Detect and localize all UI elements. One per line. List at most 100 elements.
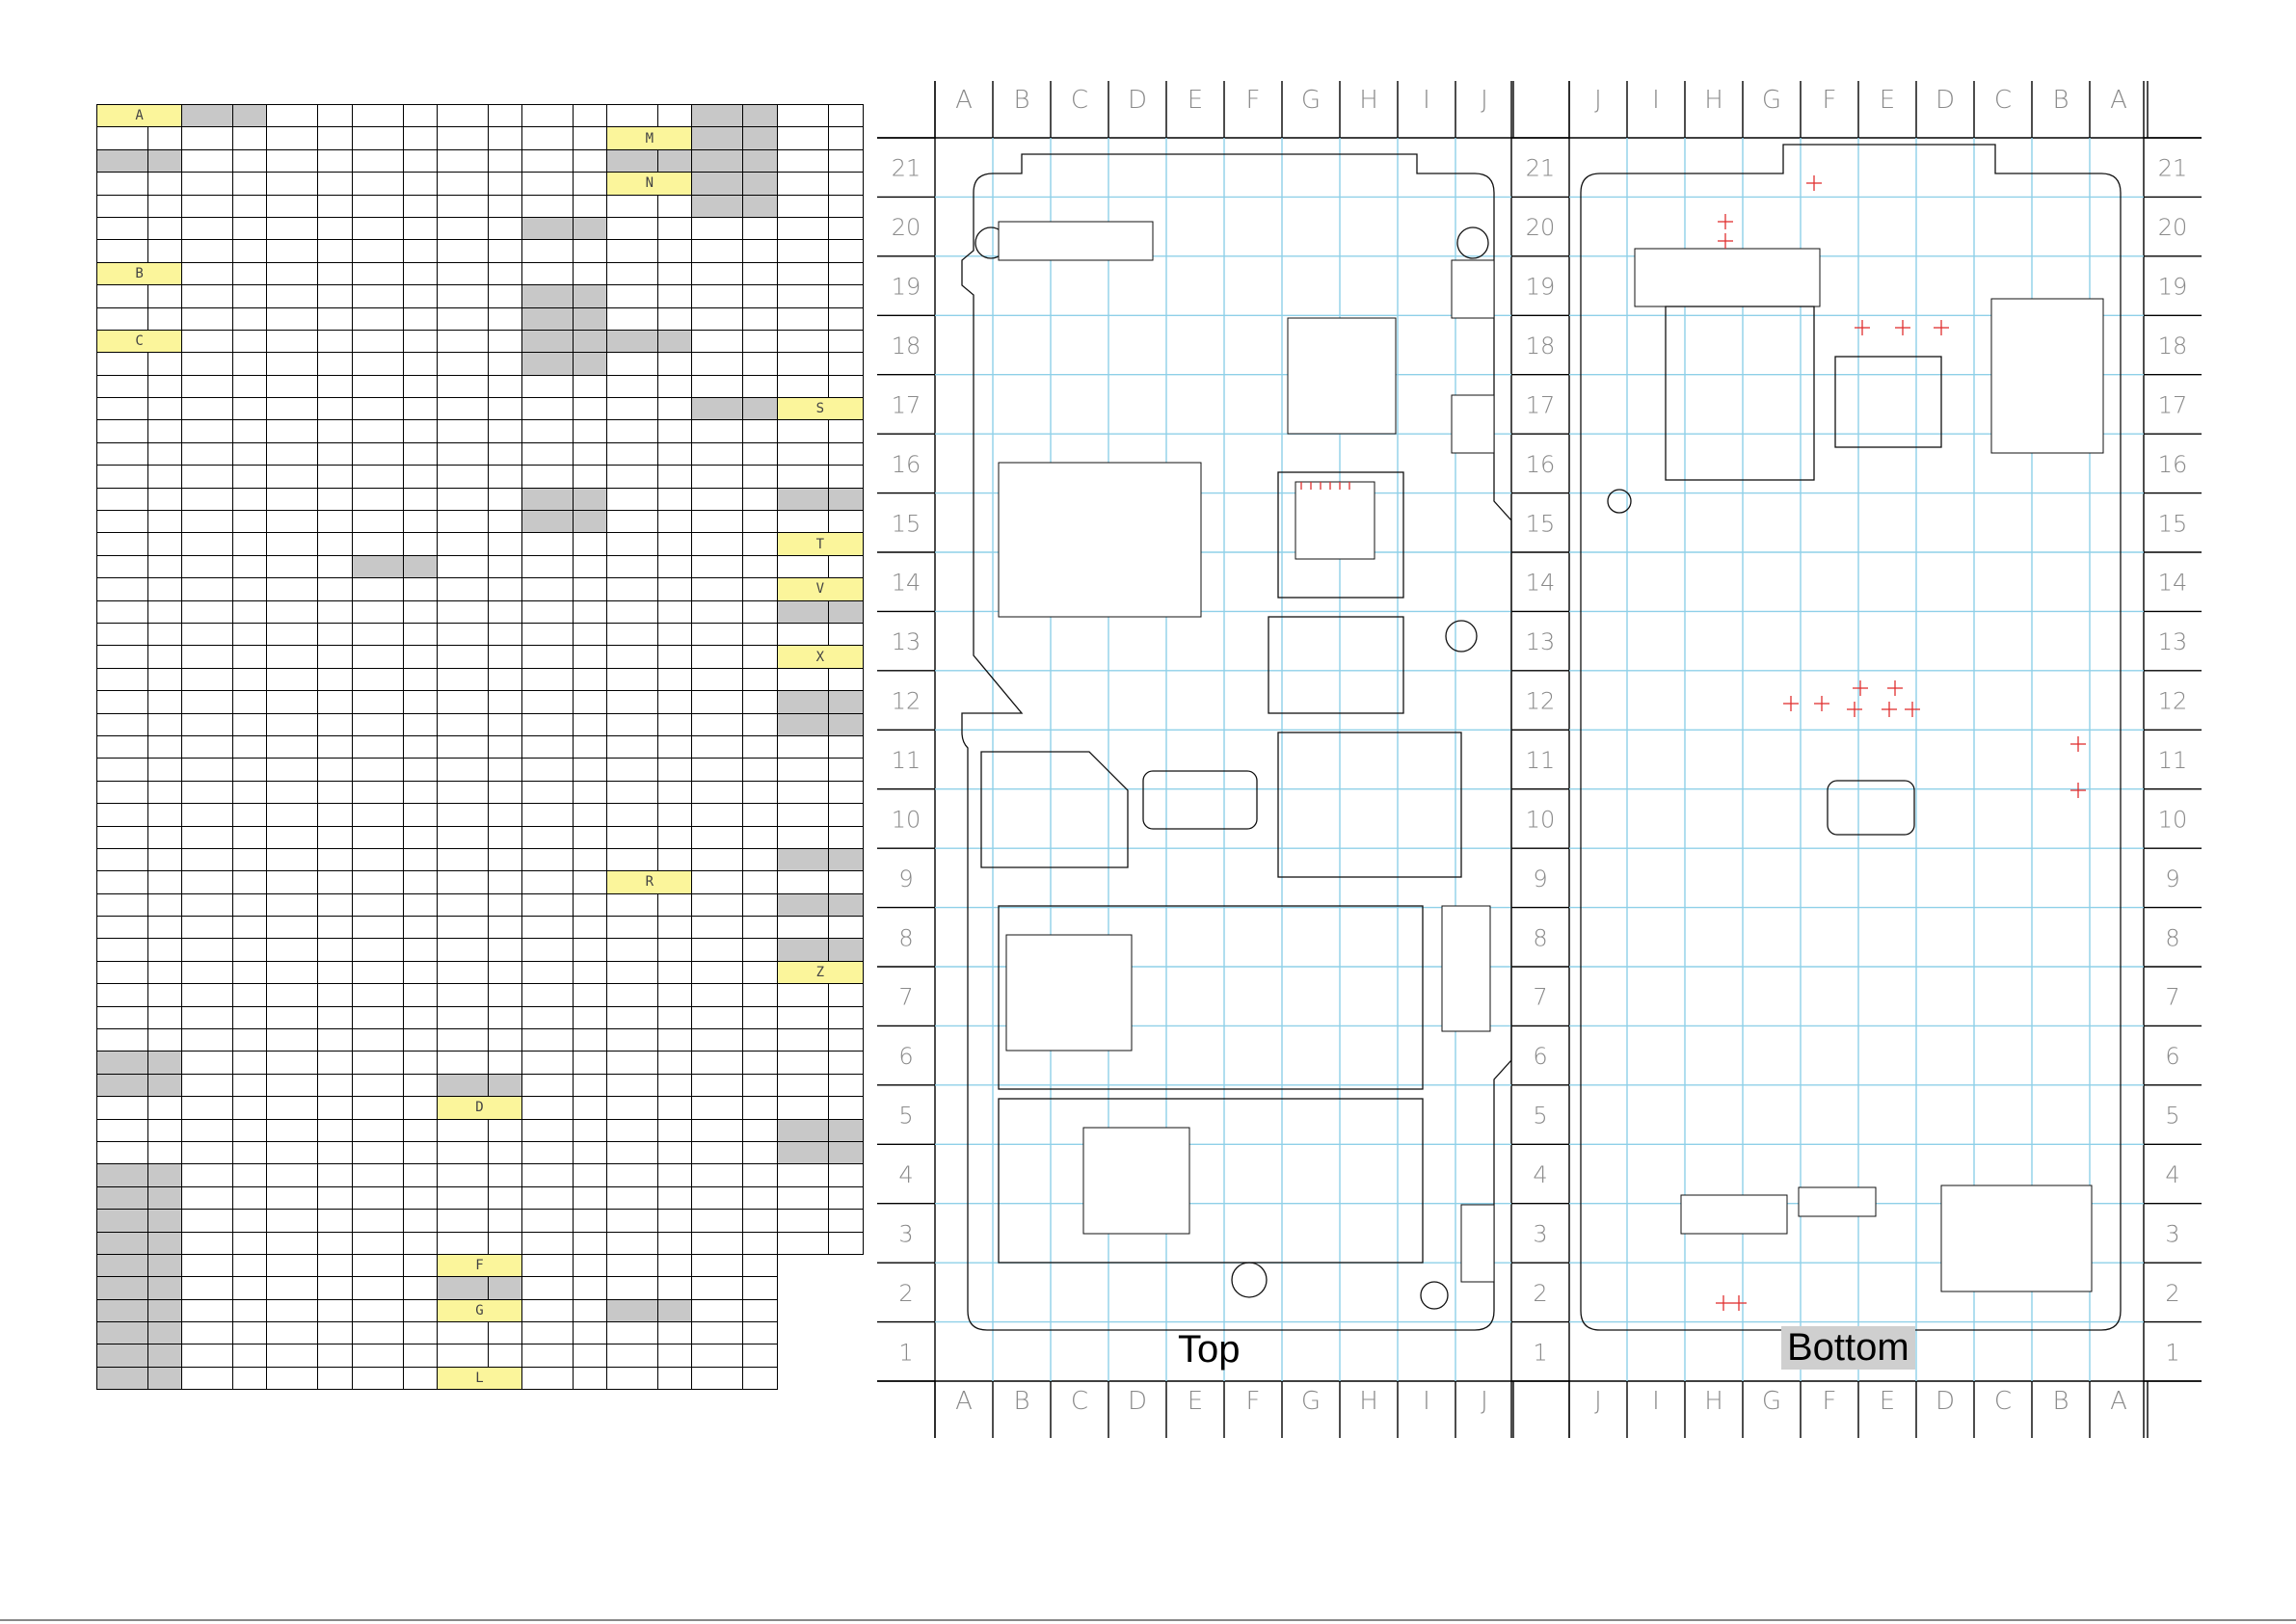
table-cell	[572, 239, 608, 263]
table-cell-shaded	[691, 194, 744, 218]
table-cell	[436, 194, 489, 218]
table-cell-shaded	[521, 306, 574, 331]
table-cell	[691, 419, 744, 443]
table-section-label: T	[776, 532, 865, 556]
table-cell	[606, 284, 659, 308]
table-cell	[266, 1051, 319, 1075]
table-cell-shaded	[572, 306, 608, 331]
table-cell	[487, 645, 523, 669]
table-cell	[776, 239, 829, 263]
table-cell	[181, 892, 234, 918]
table-cell	[827, 306, 865, 331]
table-cell	[317, 847, 353, 872]
table-cell-shaded	[742, 194, 778, 218]
table-cell	[96, 465, 148, 489]
row-label: 18	[1526, 333, 1556, 359]
table-cell-shaded	[96, 1253, 148, 1278]
table-row: M	[96, 126, 865, 150]
row-label: 15	[892, 510, 921, 537]
table-cell	[606, 239, 659, 263]
mounting-hole	[1456, 226, 1489, 259]
table-cell	[402, 734, 438, 759]
table-cell	[657, 892, 693, 918]
table-cell	[232, 284, 268, 308]
table-cell	[521, 532, 574, 556]
table-cell	[317, 1005, 353, 1030]
table-cell	[351, 172, 404, 196]
column-label: I	[1423, 86, 1430, 115]
table-cell	[181, 1005, 234, 1030]
table-cell	[232, 825, 268, 849]
table-cell	[232, 1366, 268, 1391]
table-cell	[742, 1140, 778, 1165]
table-cell	[147, 419, 183, 443]
table-cell	[521, 758, 574, 782]
row-label: 16	[892, 451, 921, 478]
table-cell	[402, 892, 438, 918]
table-row	[96, 892, 865, 918]
component-block	[1005, 934, 1133, 1052]
table-cell	[691, 487, 744, 512]
table-cell	[657, 1140, 693, 1165]
row-label: 9	[1533, 865, 1547, 892]
table-cell	[572, 397, 608, 421]
table-cell	[521, 1118, 574, 1142]
column-label: J	[1594, 1387, 1602, 1416]
table-cell	[317, 239, 353, 263]
table-cell-shaded	[487, 1276, 523, 1300]
table-cell	[317, 397, 353, 421]
table-cell	[827, 916, 865, 940]
table-cell-shaded	[232, 103, 268, 128]
table-cell	[487, 825, 523, 849]
pcb-bottom-edge	[1580, 144, 2122, 1331]
grid-frame	[877, 81, 2202, 1438]
table-cell	[572, 1209, 608, 1233]
table-cell	[691, 1253, 744, 1278]
table-cell	[742, 847, 778, 872]
table-cell	[606, 465, 659, 489]
table-cell	[606, 1253, 659, 1278]
table-cell	[742, 1185, 778, 1211]
table-cell	[147, 487, 183, 512]
table-cell	[742, 690, 778, 714]
row-label: 13	[2158, 628, 2188, 655]
table-row: X	[96, 645, 865, 669]
table-cell	[351, 397, 404, 421]
mounting-hole	[1445, 620, 1478, 652]
table-cell	[266, 103, 319, 128]
table-cell	[232, 847, 268, 872]
row-label: 1	[2165, 1339, 2179, 1366]
table-cell	[572, 916, 608, 940]
table-cell	[487, 622, 523, 647]
table-cell	[181, 1366, 234, 1391]
row-label: 2	[2165, 1280, 2179, 1307]
table-cell	[742, 870, 778, 894]
table-cell	[402, 1276, 438, 1300]
row-label: 6	[2165, 1043, 2179, 1070]
table-cell	[402, 306, 438, 331]
table-cell	[181, 712, 234, 736]
table-cell	[657, 239, 693, 263]
row-label: 10	[892, 806, 921, 833]
table-cell	[402, 216, 438, 241]
table-cell	[827, 983, 865, 1007]
table-cell	[232, 916, 268, 940]
table-cell	[572, 577, 608, 601]
table-cell	[147, 374, 183, 399]
table-row	[96, 216, 865, 241]
top-side-label: Top	[1178, 1328, 1241, 1371]
pcb-bottom-outline	[1580, 144, 2122, 1331]
table-cell	[402, 374, 438, 399]
table-cell	[181, 419, 234, 443]
component-block	[1287, 317, 1397, 435]
column-label: E	[1188, 1387, 1203, 1416]
table-cell	[232, 352, 268, 376]
table-cell	[487, 960, 523, 985]
table-cell	[181, 1321, 234, 1345]
table-cell	[317, 1163, 353, 1187]
table-cell	[657, 216, 693, 241]
table-cell	[657, 397, 693, 421]
table-cell-shaded	[657, 329, 693, 354]
table-cell	[776, 148, 829, 173]
column-label: G	[1762, 1387, 1781, 1416]
